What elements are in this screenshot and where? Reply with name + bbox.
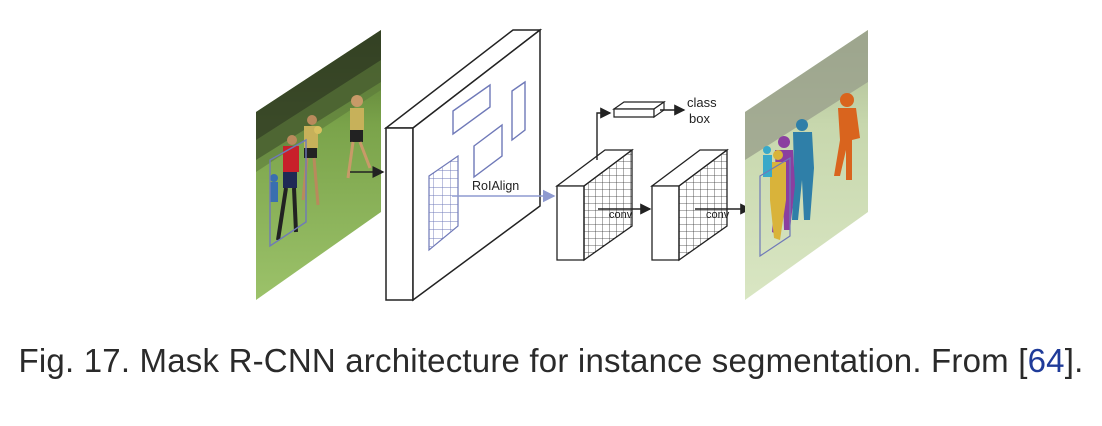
output-roi-box: [759, 156, 791, 258]
mask-feature-block: [650, 148, 729, 262]
roi-grid: [428, 154, 459, 252]
output-segmentation-image: [745, 30, 868, 300]
region-proposal-1: [452, 83, 491, 136]
roi-box-on-image: [269, 138, 307, 248]
backbone-feature-map: [383, 28, 543, 302]
input-image: [256, 30, 381, 300]
box-label: box: [689, 111, 710, 126]
mask-rcnn-diagram: RoIAlign class box conv conv: [256, 28, 868, 302]
roi-feature-block: [555, 148, 634, 262]
mask-blue: [792, 119, 814, 220]
conv-label-1: conv: [609, 209, 633, 221]
figure-caption: Fig. 17. Mask R-CNN architecture for ins…: [0, 342, 1102, 380]
mask-cyan: [763, 146, 772, 177]
citation-link[interactable]: 64: [1027, 342, 1065, 379]
class-label: class: [687, 95, 717, 110]
caption-suffix: ].: [1064, 342, 1084, 379]
mask-orange: [834, 93, 860, 180]
caption-text: Fig. 17. Mask R-CNN architecture for ins…: [18, 342, 1028, 379]
roialign-label: RoIAlign: [472, 179, 519, 193]
region-proposal-3: [511, 80, 526, 142]
mask-yellow: [770, 150, 786, 240]
region-proposal-2: [473, 123, 503, 179]
conv-label-2: conv: [706, 209, 730, 221]
class-box-branch: [596, 100, 686, 160]
player-figures: [270, 95, 372, 241]
